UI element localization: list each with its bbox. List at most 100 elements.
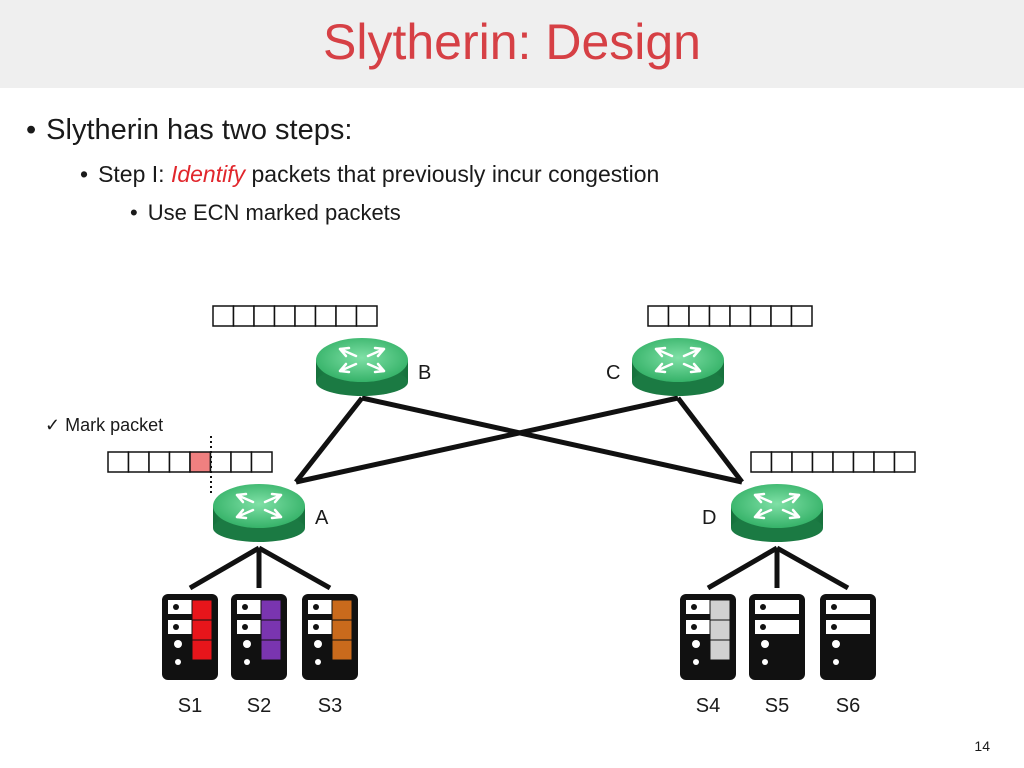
router-b [316, 338, 408, 396]
drive-led [831, 624, 837, 630]
step-suffix: packets that previously incur congestion [245, 161, 660, 187]
power-dot [244, 659, 250, 665]
drive-led [173, 624, 179, 630]
drive-led [242, 604, 248, 610]
identify-emphasis: Identify [170, 161, 246, 187]
server-s2: S2 [231, 594, 287, 717]
link-d-s4 [706, 545, 779, 591]
server-label-s6: S6 [836, 695, 860, 717]
queue-cell [750, 451, 773, 473]
page-number: 14 [974, 738, 990, 754]
server-s6: S6 [820, 594, 876, 717]
queue-cell [770, 451, 793, 473]
queue-cell [852, 451, 875, 473]
router-label-d: D [702, 507, 716, 529]
queue-cell [790, 305, 813, 327]
server-label-s1: S1 [178, 695, 202, 717]
queue-cell [893, 451, 916, 473]
queue-cell [148, 451, 171, 473]
queue-cell [770, 305, 793, 327]
server-label-s5: S5 [765, 695, 789, 717]
drive-led [831, 604, 837, 610]
servers: S1 S2 S3 S4 S5 S6 [162, 594, 876, 717]
drive-slot [755, 600, 799, 614]
router-label-b: B [418, 362, 431, 384]
power-dot [243, 640, 251, 648]
queue-cell [791, 451, 814, 473]
packet-block [709, 619, 731, 641]
link-a-s1 [188, 545, 261, 591]
links [294, 395, 744, 485]
router-c [632, 338, 724, 396]
queue-b [212, 305, 378, 327]
router-label-a: A [315, 507, 329, 529]
server-label-s3: S3 [318, 695, 342, 717]
queue-cell [873, 451, 896, 473]
queue-cell [335, 305, 358, 327]
queue-cell [253, 305, 276, 327]
link-a-b [294, 396, 364, 484]
queue-c [647, 305, 813, 327]
power-dot [175, 659, 181, 665]
server-s1: S1 [162, 594, 218, 717]
power-dot [174, 640, 182, 648]
packet-block [260, 599, 282, 621]
queue-cell [212, 305, 235, 327]
router-label-c: C [606, 362, 620, 384]
drive-led [760, 624, 766, 630]
queue-cell [688, 305, 711, 327]
drive-led [313, 624, 319, 630]
queue-cell [209, 451, 232, 473]
queue-cell [647, 305, 670, 327]
queue-cell [314, 305, 337, 327]
queue-cell [355, 305, 378, 327]
packet-block [331, 639, 353, 661]
mark-packet-label: ✓ Mark packet [45, 415, 163, 435]
packet-block [260, 639, 282, 661]
link-a-s3 [257, 545, 332, 591]
queue-a [107, 451, 273, 473]
packet-block [331, 599, 353, 621]
queue-d [750, 451, 916, 473]
link-c-d [676, 396, 744, 484]
queue-cell [811, 451, 834, 473]
queue-cell [708, 305, 731, 327]
queue-cell [168, 451, 191, 473]
power-dot [833, 659, 839, 665]
drive-slot [826, 600, 870, 614]
packet-block [260, 619, 282, 641]
queue-cell [729, 305, 752, 327]
link-d-s6 [775, 545, 850, 591]
queue-cell [107, 451, 130, 473]
step-prefix: Step I: [98, 161, 171, 187]
queue-cell [832, 451, 855, 473]
queue-cell [273, 305, 296, 327]
link-a-c [295, 395, 679, 485]
packet-block [709, 599, 731, 621]
drive-slot [755, 620, 799, 634]
router-d [731, 484, 823, 542]
queue-cell [232, 305, 255, 327]
drive-led [173, 604, 179, 610]
bullet-level-2: •Step I: Identify packets that previousl… [80, 161, 659, 188]
queue-cell [230, 451, 253, 473]
drive-led [760, 604, 766, 610]
power-dot [832, 640, 840, 648]
power-dot [314, 640, 322, 648]
queue-cell [250, 451, 273, 473]
bullet-dot-icon: • [26, 114, 37, 146]
power-dot [762, 659, 768, 665]
server-icon [749, 594, 805, 680]
bullet-dot-icon: • [130, 200, 138, 225]
server-label-s2: S2 [247, 695, 271, 717]
server-label-s4: S4 [696, 695, 720, 717]
packet-block [709, 639, 731, 661]
power-dot [761, 640, 769, 648]
bullet-level-1: •Slytherin has two steps: [26, 114, 352, 147]
drive-led [313, 604, 319, 610]
queue-cell [127, 451, 150, 473]
bullet-text: Use ECN marked packets [147, 200, 401, 225]
power-dot [692, 640, 700, 648]
server-s3: S3 [302, 594, 358, 717]
